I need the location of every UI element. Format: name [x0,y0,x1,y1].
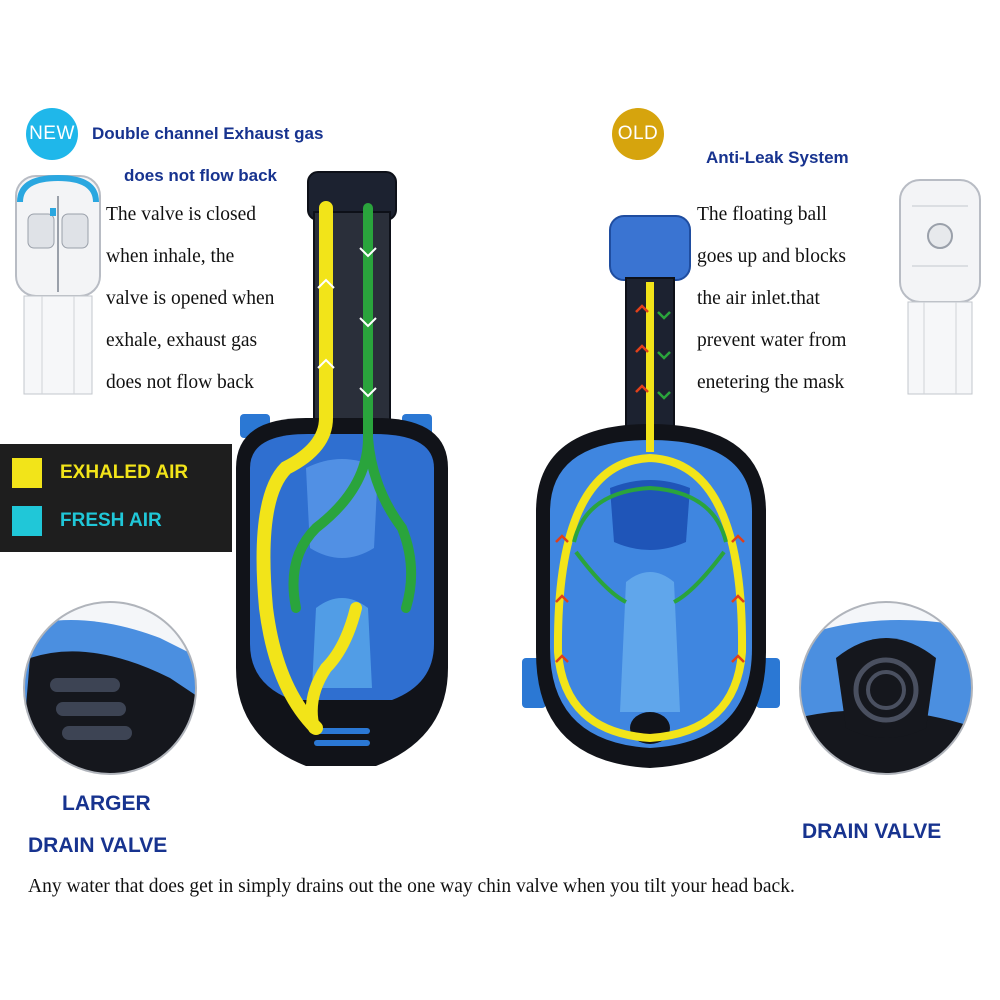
new-description-line: exhale, exhaust gas [106,330,258,351]
legend-item-exhaled-air: EXHALED AIR [12,458,189,488]
exhaled-air-swatch [12,458,42,488]
new-headline-line1: Double channel Exhaust gas [92,124,324,143]
new-description-line: when inhale, the [106,246,235,267]
old-drain-valve-closeup [799,601,973,775]
new-headline-line2: does not flow back [124,166,278,185]
new-description-line: does not flow back [106,372,254,393]
new-drain-valve-closeup [23,601,197,775]
legend-item-fresh-air: FRESH AIR [12,506,162,536]
drain-valve-label: DRAIN VALVE [802,820,942,843]
air-legend: EXHALED AIR FRESH AIR [0,444,232,552]
old-description-line: the air inlet.that [697,288,820,309]
bottom-caption: Any water that does get in simply drains… [28,876,795,897]
larger-drain-label-line2: DRAIN VALVE [28,834,168,857]
old-description-line: The floating ball [697,204,827,225]
larger-drain-label-line1: LARGER [62,792,151,815]
snorkel-valve-illustration-new [15,174,101,395]
new-mask-diagram [236,171,448,766]
fresh-air-swatch [12,506,42,536]
legend-label: EXHALED AIR [60,462,189,483]
old-mask-diagram [522,215,780,768]
new-description-line: The valve is closed [106,204,256,225]
legend-label: FRESH AIR [60,510,162,531]
old-headline: Anti-Leak System [706,148,849,167]
old-badge: OLD [612,108,664,160]
new-description-line: valve is opened when [106,288,275,309]
snorkel-ball-valve-illustration-old [899,179,981,395]
old-description-line: goes up and blocks [697,246,846,267]
old-description-line: enetering the mask [697,372,845,393]
new-badge: NEW [26,108,78,160]
new-description: The valve is closed when inhale, the val… [106,194,274,404]
old-description: The floating ball goes up and blocks the… [697,194,846,404]
old-description-line: prevent water from [697,330,847,351]
